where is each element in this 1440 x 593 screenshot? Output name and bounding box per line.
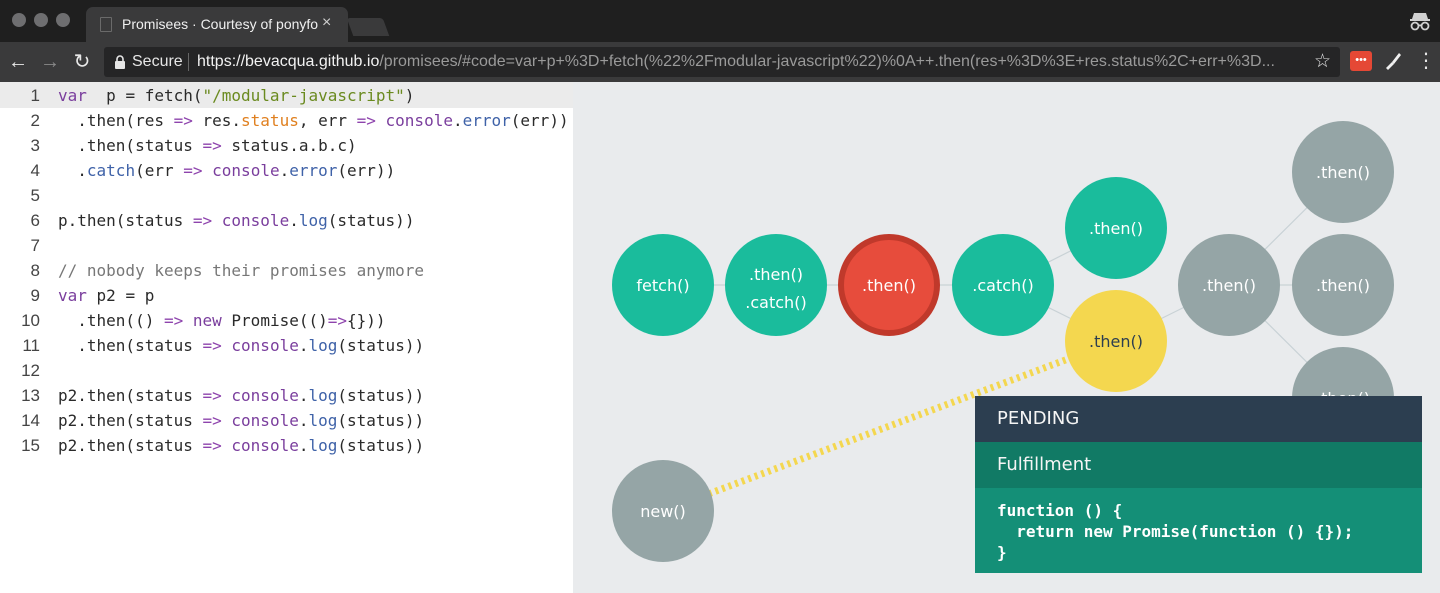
promise-node-label: .then() xyxy=(1316,276,1370,295)
line-number: 6 xyxy=(0,208,40,233)
page-icon xyxy=(100,17,112,32)
panel-state-label: PENDING xyxy=(975,396,1422,442)
address-separator xyxy=(188,53,189,71)
panel-code-line: function () { xyxy=(997,500,1353,521)
promise-node-then-mid[interactable]: .then() xyxy=(1178,234,1280,336)
bookmark-star-icon[interactable]: ☆ xyxy=(1314,50,1331,73)
tab-strip: Promisees · Courtesy of ponyfoo × xyxy=(0,0,1440,42)
reload-icon[interactable]: ↻ xyxy=(70,50,94,74)
line-number: 8 xyxy=(0,258,40,283)
back-arrow-icon[interactable]: ← xyxy=(6,50,30,74)
promise-details-panel: PENDING Fulfillment function () { return… xyxy=(975,396,1422,573)
code-line[interactable]: 9 var p2 = p xyxy=(0,283,573,308)
line-number: 15 xyxy=(0,433,40,458)
promise-node-then-right[interactable]: .then() xyxy=(1292,234,1394,336)
url-text[interactable]: https://bevacqua.github.io/promisees/#co… xyxy=(197,53,1307,71)
promise-node-catch[interactable]: .catch() xyxy=(952,234,1054,336)
promise-node-label: .then() xyxy=(1089,332,1143,351)
code-text: var p = fetch("/modular-javascript") xyxy=(58,83,414,108)
promise-node-label: .then() xyxy=(1202,276,1256,295)
code-text: .then(status => console.log(status)) xyxy=(58,333,424,358)
promise-node-new[interactable]: new() xyxy=(612,460,714,562)
address-bar[interactable]: Secure https://bevacqua.github.io/promis… xyxy=(104,47,1340,77)
promise-node-label: .catch() xyxy=(745,293,806,312)
promise-node-then-catch[interactable]: .then() .catch() xyxy=(725,234,827,336)
line-number: 11 xyxy=(0,333,40,358)
promise-node-then-top-right[interactable]: .then() xyxy=(1292,121,1394,223)
line-number: 13 xyxy=(0,383,40,408)
code-text: var p2 = p xyxy=(58,283,154,308)
line-number: 9 xyxy=(0,283,40,308)
extension-icon[interactable]: ••• xyxy=(1350,51,1372,71)
extension-brush-icon[interactable] xyxy=(1382,50,1404,72)
line-number: 7 xyxy=(0,233,40,258)
code-line[interactable]: 12 xyxy=(0,358,573,383)
line-number: 1 xyxy=(0,83,40,108)
browser-toolbar: ← → ↻ Secure https://bevacqua.github.io/… xyxy=(0,42,1440,82)
line-number: 10 xyxy=(0,308,40,333)
lock-icon xyxy=(114,55,126,69)
code-line[interactable]: 14 p2.then(status => console.log(status)) xyxy=(0,408,573,433)
secure-label: Secure xyxy=(132,53,183,71)
promise-node-label: .then() xyxy=(1089,219,1143,238)
panel-kind-label: Fulfillment xyxy=(975,442,1422,488)
promise-node-label: .then() xyxy=(1316,163,1370,182)
code-line[interactable]: 10 .then(() => new Promise(()=>{})) xyxy=(0,308,573,333)
code-line[interactable]: 6 p.then(status => console.log(status)) xyxy=(0,208,573,233)
code-text: p2.then(status => console.log(status)) xyxy=(58,383,424,408)
more-menu-icon[interactable]: ⋮ xyxy=(1416,50,1430,72)
code-line[interactable]: 2 .then(res => res.status, err => consol… xyxy=(0,108,573,133)
promise-node-then-upper[interactable]: .then() xyxy=(1065,177,1167,279)
browser-tab[interactable]: Promisees · Courtesy of ponyfoo × xyxy=(86,7,348,42)
promise-node-label: new() xyxy=(640,502,686,521)
promise-node-label: .then() xyxy=(862,276,916,295)
code-text: p2.then(status => console.log(status)) xyxy=(58,433,424,458)
line-number: 4 xyxy=(0,158,40,183)
panel-code-line: return new Promise(function () {}); xyxy=(997,521,1353,542)
tab-close-icon[interactable]: × xyxy=(322,13,331,33)
code-text: .catch(err => console.error(err)) xyxy=(58,158,395,183)
code-line[interactable]: 7 xyxy=(0,233,573,258)
new-tab-button[interactable] xyxy=(347,18,390,36)
incognito-icon xyxy=(1408,9,1432,33)
code-editor[interactable]: 1var p = fetch("/modular-javascript")2 .… xyxy=(0,82,573,593)
maximize-window-button[interactable] xyxy=(56,13,70,27)
url-host: https://bevacqua.github.io xyxy=(197,53,379,70)
promise-node-label: .catch() xyxy=(972,276,1033,295)
forward-arrow-icon[interactable]: → xyxy=(38,50,62,74)
code-line[interactable]: 4 .catch(err => console.error(err)) xyxy=(0,158,573,183)
code-line[interactable]: 11 .then(status => console.log(status)) xyxy=(0,333,573,358)
line-number: 5 xyxy=(0,183,40,208)
promise-node-label: fetch() xyxy=(636,276,689,295)
promise-node-label: .then() xyxy=(749,265,803,284)
code-text: p.then(status => console.log(status)) xyxy=(58,208,414,233)
code-text: .then(() => new Promise(()=>{})) xyxy=(58,308,386,333)
promise-node-fetch[interactable]: fetch() xyxy=(612,234,714,336)
code-text: .then(status => status.a.b.c) xyxy=(58,133,357,158)
code-text: p2.then(status => console.log(status)) xyxy=(58,408,424,433)
code-line[interactable]: 5 xyxy=(0,183,573,208)
line-number: 14 xyxy=(0,408,40,433)
code-text: // nobody keeps their promises anymore xyxy=(58,258,424,283)
promise-node-circle xyxy=(725,234,827,336)
panel-code-line: } xyxy=(997,542,1353,563)
line-number: 2 xyxy=(0,108,40,133)
line-number: 3 xyxy=(0,133,40,158)
close-window-button[interactable] xyxy=(12,13,26,27)
code-text: .then(res => res.status, err => console.… xyxy=(58,108,569,133)
code-line[interactable]: 3 .then(status => status.a.b.c) xyxy=(0,133,573,158)
promise-node-then-pending[interactable]: .then() xyxy=(1065,290,1167,392)
tab-title: Promisees · Courtesy of ponyfoo xyxy=(122,16,318,32)
code-line[interactable]: 15 p2.then(status => console.log(status)) xyxy=(0,433,573,458)
promise-node-then-rejected[interactable]: .then() xyxy=(841,237,937,333)
panel-code: function () { return new Promise(functio… xyxy=(997,500,1353,563)
minimize-window-button[interactable] xyxy=(34,13,48,27)
line-number: 12 xyxy=(0,358,40,383)
code-line[interactable]: 13 p2.then(status => console.log(status)) xyxy=(0,383,573,408)
code-line[interactable]: 1 var p = fetch("/modular-javascript") xyxy=(0,83,573,108)
code-line[interactable]: 8 // nobody keeps their promises anymore xyxy=(0,258,573,283)
url-path: /promisees/#code=var+p+%3D+fetch(%22%2Fm… xyxy=(379,53,1275,70)
